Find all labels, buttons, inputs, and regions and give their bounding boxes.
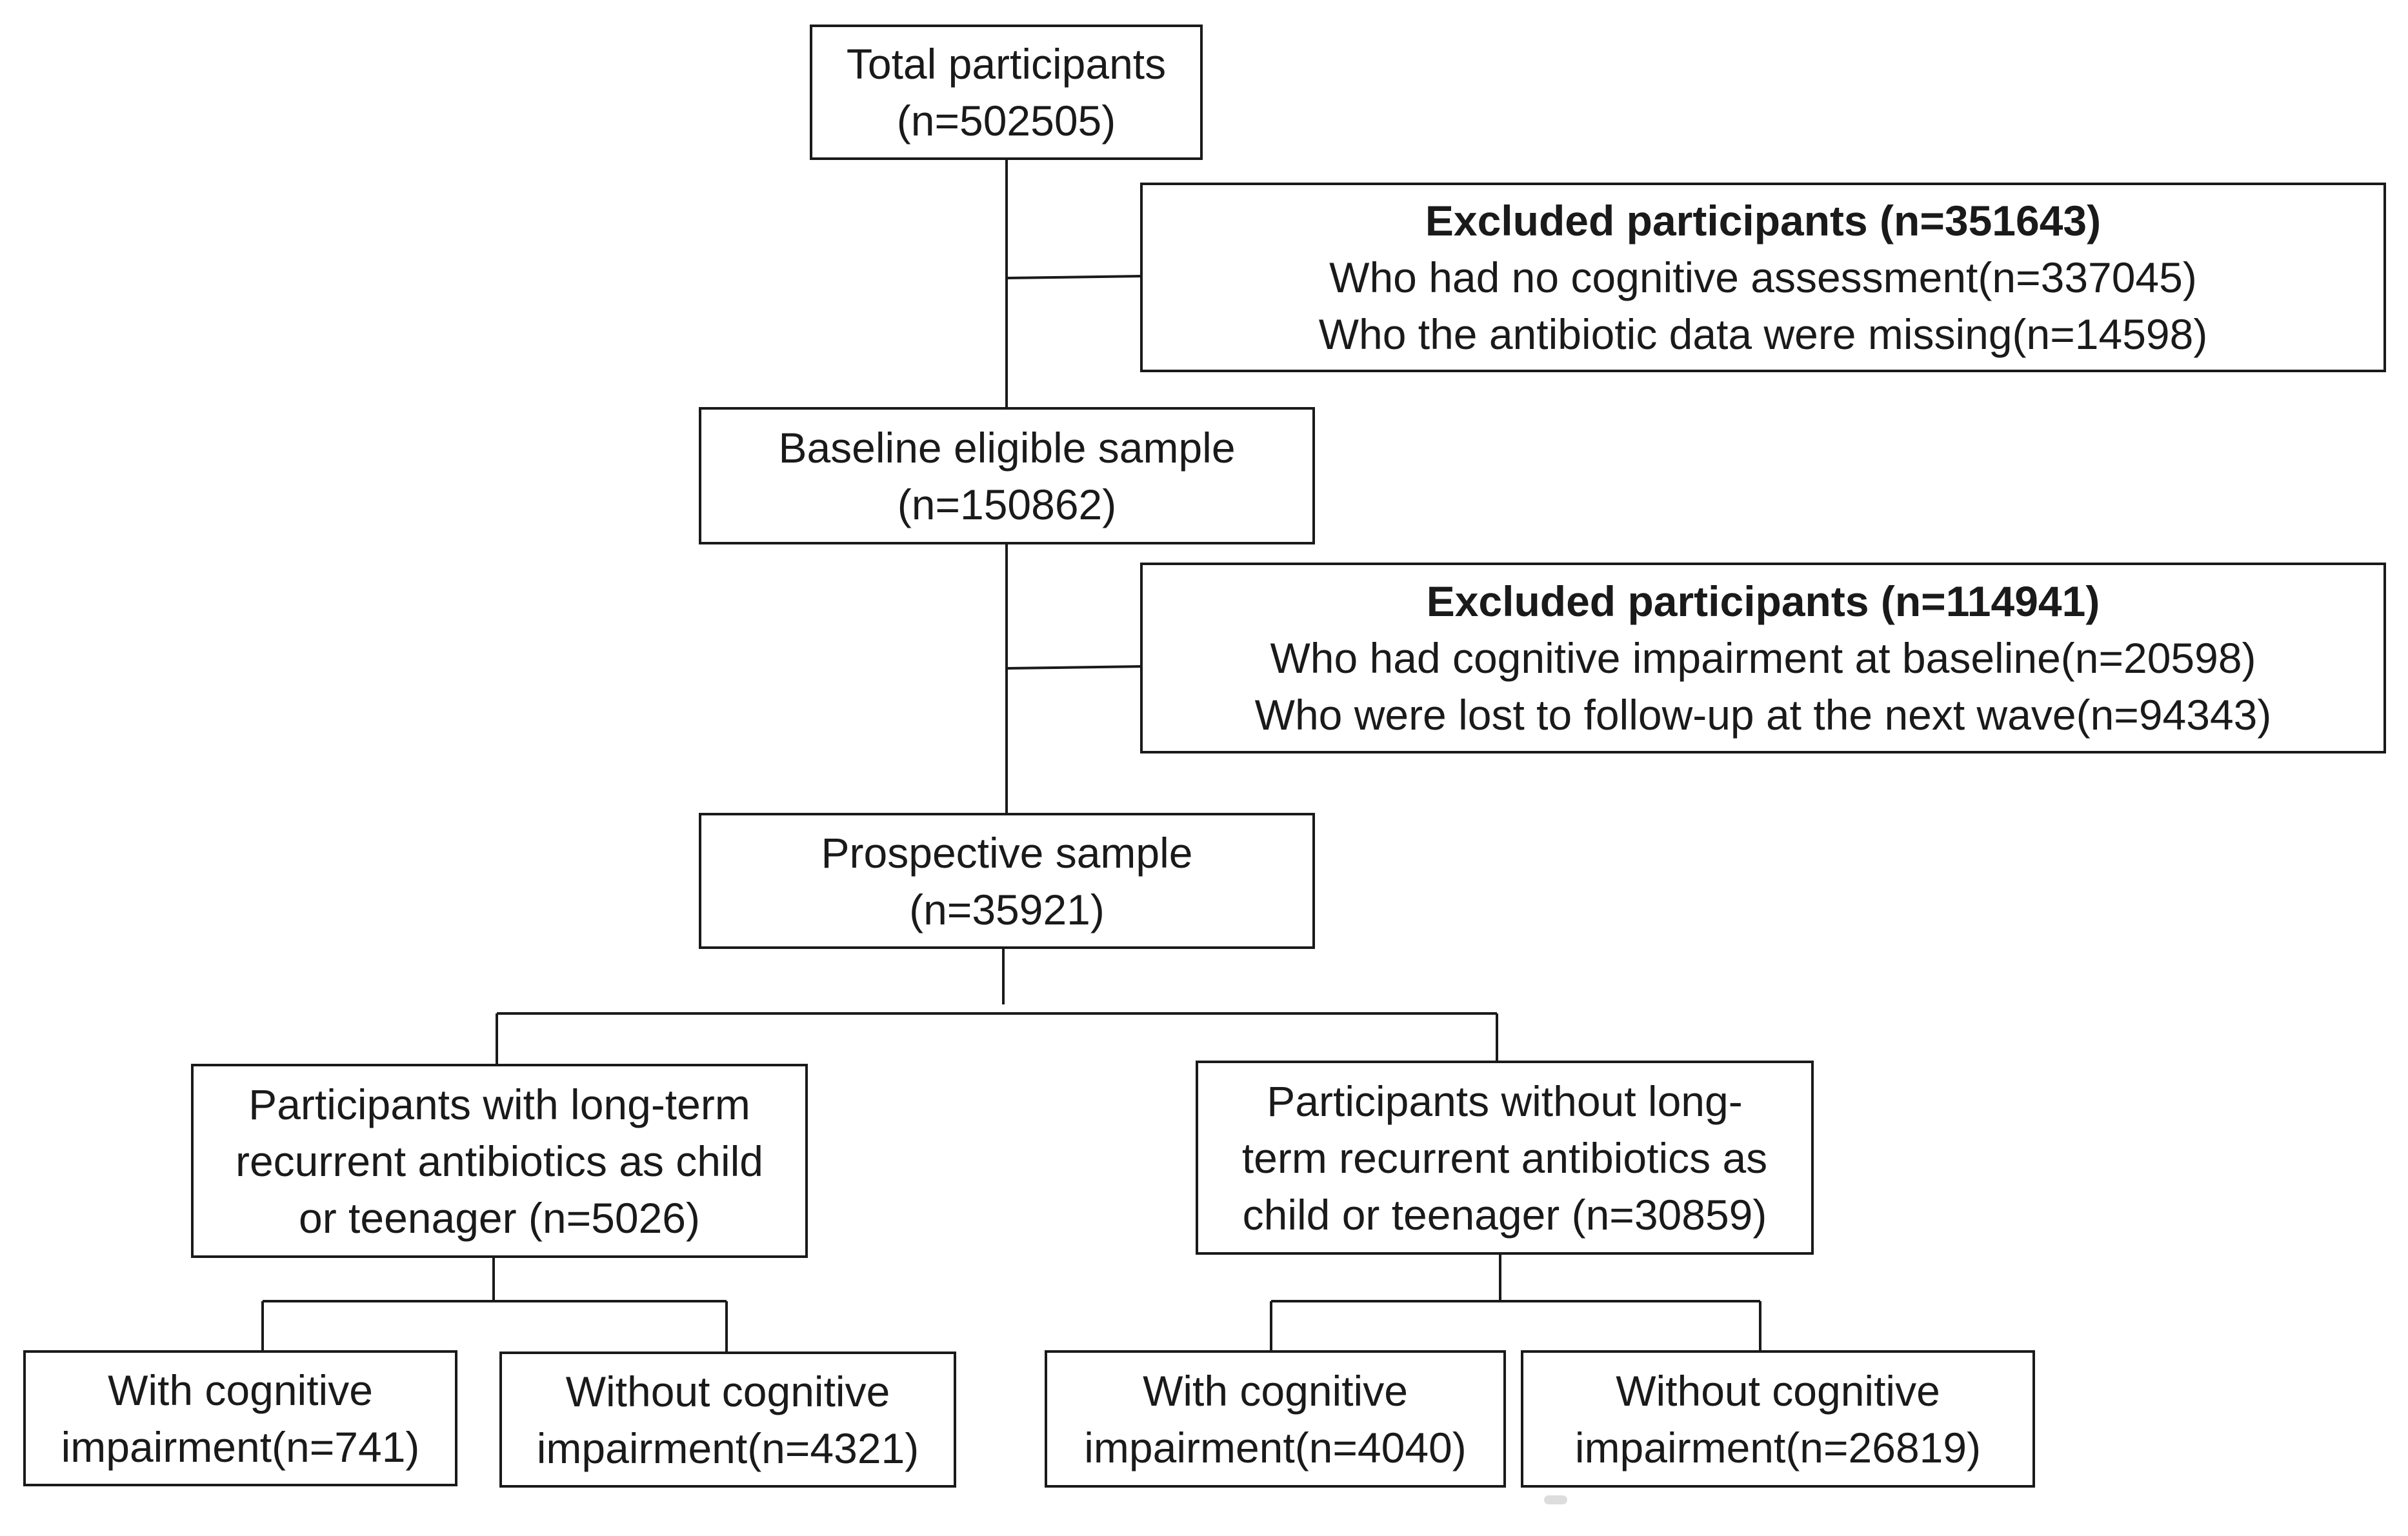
- prospective-sample-box: Prospective sample (n=35921): [699, 813, 1315, 949]
- excluded-box-2-title: Excluded participants (n=114941): [1426, 577, 2100, 625]
- excluded-box-2-reason-1: Who had cognitive impairment at baseline…: [1270, 634, 2256, 682]
- with-ab-with-ci-box: With cognitive impairment(n=741): [23, 1350, 457, 1486]
- baseline-sample-box: Baseline eligible sample (n=150862): [699, 407, 1315, 544]
- without-antibiotics-box: Participants without long- term recurren…: [1196, 1061, 1814, 1255]
- without-ab-without-ci-line-2: impairment(n=26819): [1574, 1423, 1982, 1471]
- excluded-box-2: Excluded participants (n=114941) Who had…: [1140, 563, 2386, 753]
- without-ab-without-ci-line-1: Without cognitive: [1616, 1366, 1940, 1415]
- total-participants-count: (n=502505): [896, 97, 1116, 145]
- connector-branch-excluded2: [1006, 665, 1143, 670]
- prospective-sample-label: Prospective sample: [821, 828, 1193, 877]
- with-antibiotics-line-2: recurrent antibiotics as child: [235, 1137, 764, 1185]
- total-participants-label: Total participants: [846, 40, 1167, 88]
- without-ab-with-ci-line-1: With cognitive: [1143, 1366, 1408, 1415]
- without-antibiotics-line-1: Participants without long-: [1267, 1077, 1743, 1125]
- excluded-box-1: Excluded participants (n=351643) Who had…: [1140, 183, 2386, 372]
- with-antibiotics-line-3: or teenager (n=5026): [299, 1193, 700, 1242]
- without-ab-with-ci-line-2: impairment(n=4040): [1084, 1423, 1467, 1471]
- without-antibiotics-line-3: child or teenager (n=30859): [1242, 1190, 1767, 1239]
- with-ab-with-ci-line-2: impairment(n=741): [61, 1422, 420, 1471]
- prospective-sample-count: (n=35921): [909, 885, 1105, 933]
- total-participants-box: Total participants (n=502505): [810, 25, 1203, 160]
- with-antibiotics-line-1: Participants with long-term: [248, 1080, 750, 1128]
- with-ab-without-ci-line-1: Without cognitive: [565, 1367, 890, 1415]
- with-antibiotics-box: Participants with long-term recurrent an…: [191, 1064, 808, 1258]
- excluded-box-1-reason-2: Who the antibiotic data were missing(n=1…: [1318, 310, 2208, 358]
- excluded-box-1-title: Excluded participants (n=351643): [1425, 197, 2102, 244]
- with-ab-with-ci-line-1: With cognitive: [108, 1366, 373, 1414]
- with-ab-without-ci-box: Without cognitive impairment(n=4321): [499, 1351, 956, 1488]
- without-ab-with-ci-box: With cognitive impairment(n=4040): [1045, 1350, 1506, 1488]
- without-ab-without-ci-box: Without cognitive impairment(n=26819): [1521, 1350, 2035, 1488]
- excluded-box-2-reason-2: Who were lost to follow-up at the next w…: [1254, 691, 2272, 739]
- baseline-sample-label: Baseline eligible sample: [778, 423, 1236, 472]
- excluded-box-1-reason-1: Who had no cognitive assessment(n=337045…: [1329, 254, 2197, 301]
- with-ab-without-ci-line-2: impairment(n=4321): [536, 1424, 919, 1472]
- connector-branch-excluded1: [1006, 275, 1143, 279]
- baseline-sample-count: (n=150862): [897, 480, 1117, 528]
- scan-artifact-mark: [1544, 1495, 1567, 1504]
- without-antibiotics-line-2: term recurrent antibiotics as: [1241, 1133, 1768, 1182]
